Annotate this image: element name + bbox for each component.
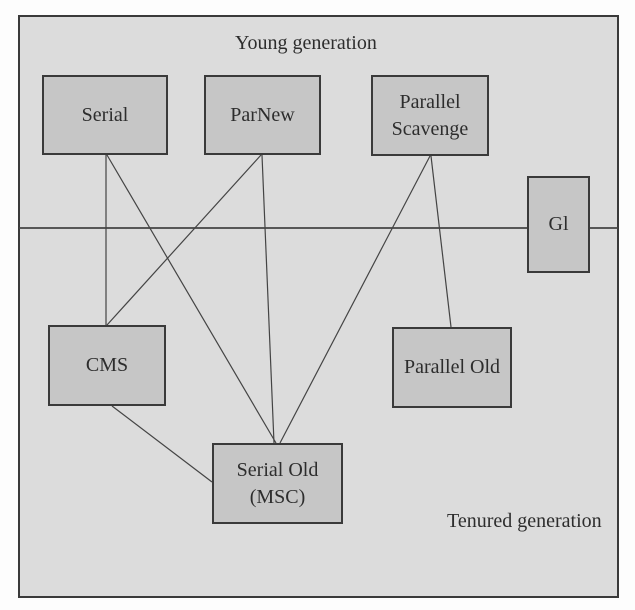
node-parallel-scavenge: Parallel Scavenge	[371, 75, 489, 156]
parnew-to-serial-old-line	[261, 154, 275, 444]
node-parallel-scavenge-label: Parallel Scavenge	[391, 91, 469, 140]
node-parnew: ParNew	[204, 75, 321, 155]
parnew-to-cms-line	[106, 154, 262, 326]
node-parallel-old: Parallel Old	[392, 327, 512, 408]
node-serial-label: Serial	[81, 103, 129, 126]
node-cms: CMS	[48, 325, 166, 406]
parallel-scavenge-to-serial-old-line	[279, 155, 431, 444]
young-generation-label: Young generation	[235, 32, 377, 54]
node-serial: Serial	[42, 75, 168, 155]
node-serial-old-label: Serial Old (MSC)	[236, 459, 319, 508]
tenured-generation-label: Tenured generation	[447, 510, 602, 532]
node-parnew-label: ParNew	[230, 103, 295, 126]
node-g1: Gl	[527, 176, 590, 273]
node-parallel-old-label: Parallel Old	[403, 356, 501, 379]
node-cms-label: CMS	[85, 354, 129, 377]
cms-to-serial-old-line	[111, 405, 213, 483]
serial-to-serial-old-line	[106, 154, 277, 444]
node-g1-label: Gl	[548, 213, 569, 236]
node-serial-old: Serial Old (MSC)	[212, 443, 343, 524]
parallel-scavenge-to-parallel-old-line	[430, 155, 452, 328]
